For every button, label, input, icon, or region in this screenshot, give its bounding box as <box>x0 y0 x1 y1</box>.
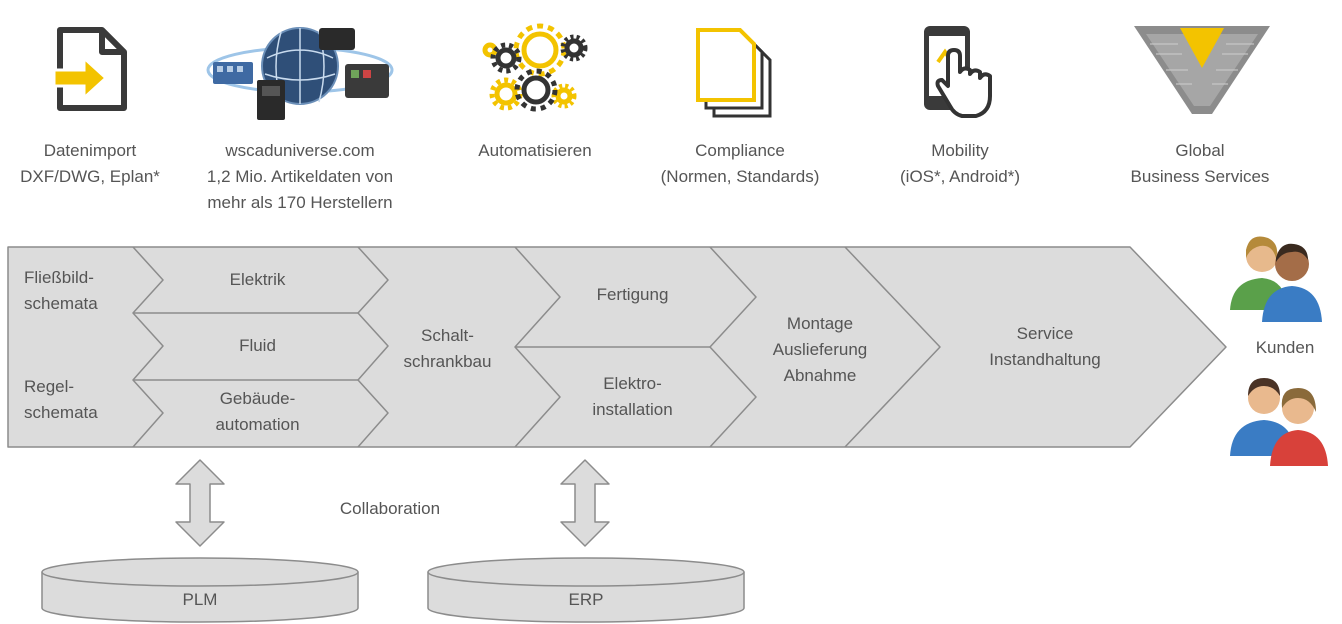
stage-regel-schemata: Regel- schemata <box>10 374 125 426</box>
feature-caption-automatisieren: Automatisieren <box>455 138 615 164</box>
stage-line: installation <box>592 400 673 419</box>
stage-line: Fließbild- <box>24 268 94 287</box>
stage-line: Gebäude- <box>219 389 296 408</box>
caption-line: Automatisieren <box>478 141 592 160</box>
erp-label: ERP <box>526 587 646 613</box>
caption-line: Global <box>1175 141 1225 160</box>
stage-fliessbild-schemata: Fließbild- schemata <box>10 265 125 317</box>
stage-fertigung: Fertigung <box>545 282 720 308</box>
smartphone-touch-icon <box>924 26 992 118</box>
stage-gebaeudeautomation: Gebäude- automation <box>160 386 355 438</box>
collaboration-text: Collaboration <box>339 499 441 518</box>
caption-line: Datenimport <box>43 141 137 160</box>
feature-caption-wscaduniverse: wscaduniverse.com 1,2 Mio. Artikeldaten … <box>185 138 415 216</box>
people-icon <box>1230 378 1328 466</box>
globe-hardware-icon <box>206 27 394 120</box>
stage-schaltschrankbau: Schalt- schrankbau <box>385 323 510 375</box>
stage-line: Schalt- <box>421 326 474 345</box>
stage-line: Elektro- <box>603 374 662 393</box>
stage-line: schrankbau <box>403 352 492 371</box>
feature-mobility <box>918 22 1008 122</box>
stage-fluid: Fluid <box>160 333 355 359</box>
funnel-diagram-icon <box>1134 26 1270 114</box>
caption-line: mehr als 170 Herstellern <box>207 193 393 212</box>
plm-label: PLM <box>140 587 260 613</box>
caption-line: (Normen, Standards) <box>660 167 820 186</box>
plm-text: PLM <box>182 590 218 609</box>
caption-line: DXF/DWG, Eplan* <box>20 167 160 186</box>
stage-elektrik: Elektrik <box>160 267 355 293</box>
customers-label: Kunden <box>1240 335 1330 361</box>
feature-global-business <box>1130 22 1274 118</box>
stage-line: Regel- <box>24 377 75 396</box>
stage-line: Fertigung <box>596 285 669 304</box>
feature-caption-mobility: Mobility (iOS*, Android*) <box>870 138 1050 190</box>
customers-group-top <box>1224 230 1334 325</box>
stage-line: schemata <box>24 294 98 313</box>
stage-montage: Montage Auslieferung Abnahme <box>745 311 895 389</box>
stage-line: Fluid <box>239 336 276 355</box>
stage-line: schemata <box>24 403 98 422</box>
stage-line: Elektrik <box>229 270 286 289</box>
stage-line: Abnahme <box>783 366 857 385</box>
people-icon <box>1230 236 1322 322</box>
gears-icon <box>482 23 588 112</box>
feature-compliance <box>690 22 790 122</box>
customers-text: Kunden <box>1255 338 1315 357</box>
documents-stack-icon <box>696 28 772 118</box>
erp-double-arrow <box>560 459 610 547</box>
collaboration-label: Collaboration <box>300 496 480 522</box>
feature-caption-compliance: Compliance (Normen, Standards) <box>640 138 840 190</box>
stage-elektroinstallation: Elektro- installation <box>545 371 720 423</box>
plm-double-arrow <box>175 459 225 547</box>
feature-caption-datenimport: Datenimport DXF/DWG, Eplan* <box>0 138 180 190</box>
stage-line: Auslieferung <box>772 340 868 359</box>
file-import-icon <box>52 27 127 111</box>
feature-wscaduniverse <box>205 22 395 122</box>
stage-service: Service Instandhaltung <box>960 321 1130 373</box>
feature-caption-global-business: Global Business Services <box>1110 138 1290 190</box>
customers-group-bottom <box>1224 372 1334 467</box>
stage-line: Montage <box>786 314 854 333</box>
caption-line: Mobility <box>931 141 989 160</box>
feature-automatisieren <box>478 18 590 118</box>
caption-line: wscaduniverse.com <box>225 141 375 160</box>
caption-line: (iOS*, Android*) <box>900 167 1020 186</box>
stage-line: Service <box>1016 324 1074 343</box>
stage-line: automation <box>215 415 300 434</box>
caption-line: Business Services <box>1130 167 1270 186</box>
feature-datenimport <box>40 18 140 118</box>
caption-line: 1,2 Mio. Artikeldaten von <box>206 167 394 186</box>
erp-text: ERP <box>568 590 604 609</box>
stage-line: Instandhaltung <box>989 350 1101 369</box>
caption-line: Compliance <box>695 141 785 160</box>
